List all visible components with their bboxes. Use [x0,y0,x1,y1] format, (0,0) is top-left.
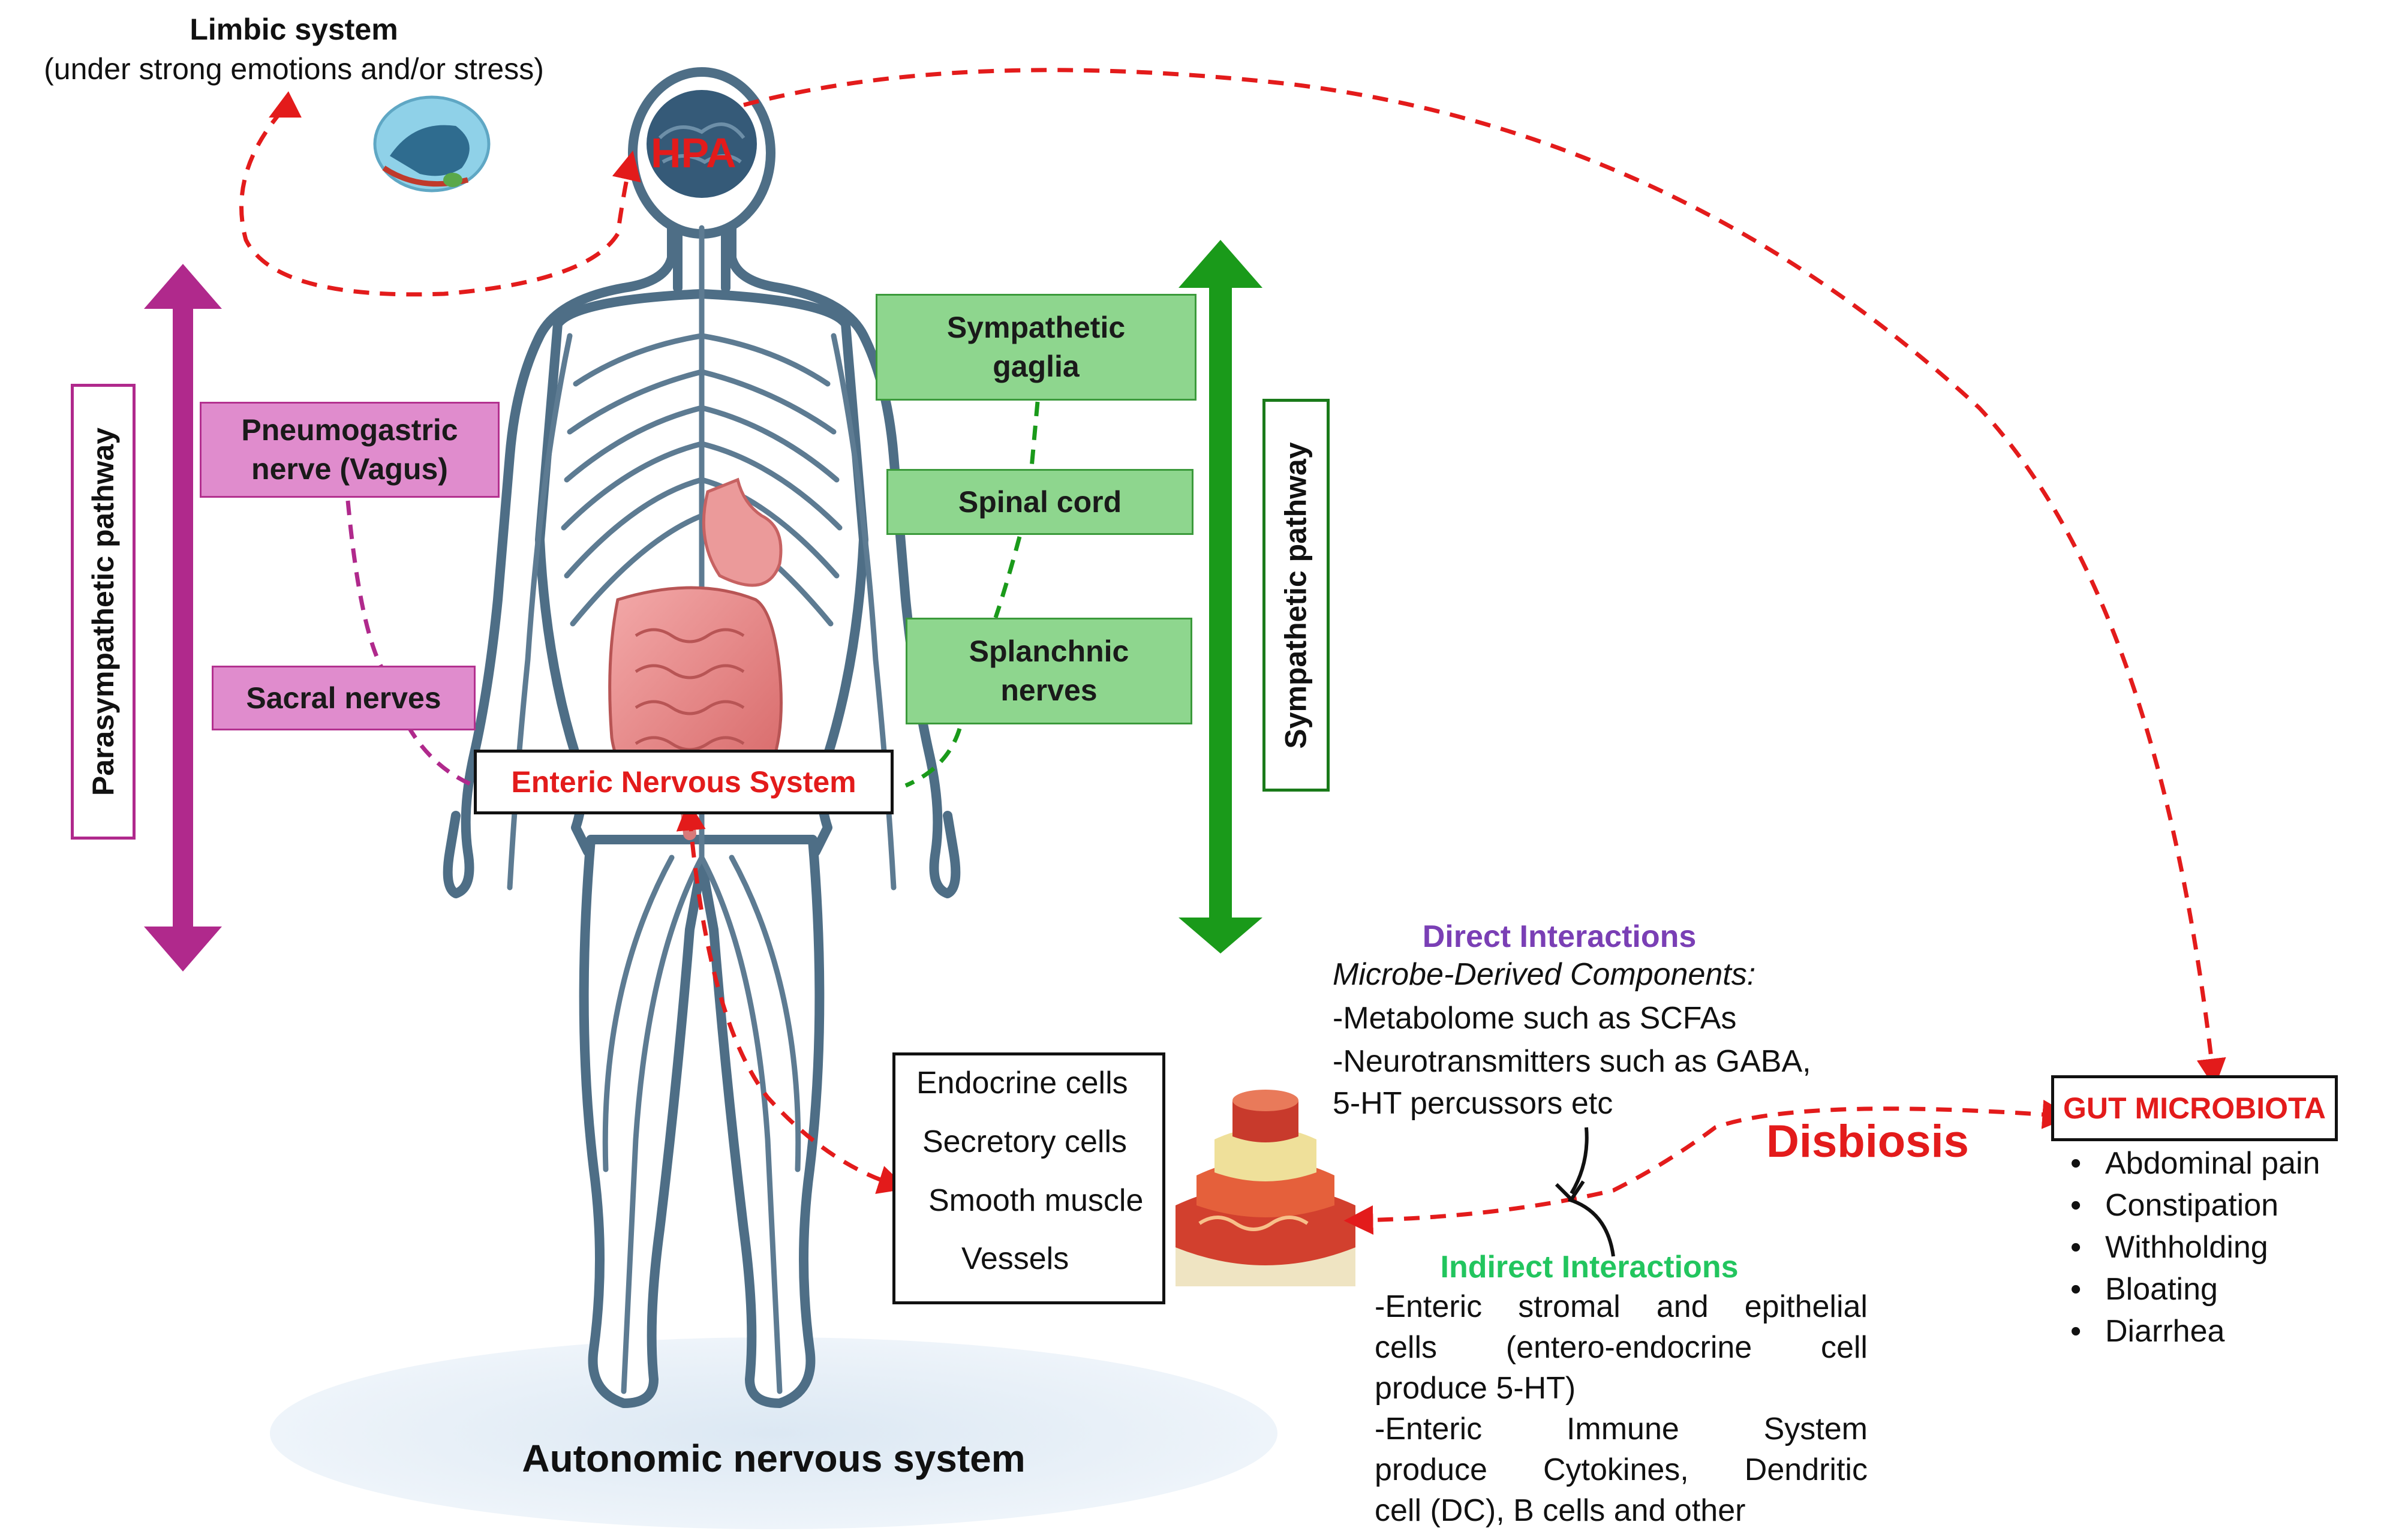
indirect-line: -Enteric Immune System [1375,1412,1868,1446]
sympathetic-ganglia-box: Sympathetic gaglia [876,294,1196,401]
indirect-line: -Enteric stromal and epithelial [1375,1289,1868,1324]
splanchnic-nerves-text: Splanchnic nerves [969,634,1129,707]
parasympathetic-pathway-label: Parasympathetic pathway [71,384,136,840]
symptom-item: Constipation [2063,1184,2320,1226]
direct-interactions-subtitle: Microbe-Derived Components: [1333,957,1756,992]
symptom-item: Diarrhea [2063,1310,2320,1352]
parasympathetic-arrow [144,264,222,971]
effector-item: Vessels [961,1241,1069,1276]
pneumogastric-nerve-box: Pneumogastric nerve (Vagus) [200,402,500,498]
limbic-system-label: Limbic system (under strong emotions and… [0,8,588,88]
sympathetic-pathway-text: Sympathetic pathway [1279,441,1313,749]
indirect-line: cell (DC), B cells and other [1375,1493,1746,1528]
symptom-item: Abdominal pain [2063,1142,2320,1184]
effector-item: Smooth muscle [928,1183,1144,1218]
splanchnic-nerves-box: Splanchnic nerves [906,618,1192,724]
effector-item: Endocrine cells [916,1066,1128,1100]
direct-interactions-title: Direct Interactions [1422,919,1697,954]
disbiosis-label: Disbiosis [1766,1116,1969,1167]
autonomic-nervous-system-label: Autonomic nervous system [522,1437,1026,1480]
sacral-nerves-box: Sacral nerves [212,666,476,730]
pneumogastric-nerve-text: Pneumogastric nerve (Vagus) [241,413,458,486]
symptom-list: Abdominal pain Constipation Withholding … [2063,1142,2320,1352]
spinal-cord-box: Spinal cord [886,469,1194,535]
sacral-nerves-text: Sacral nerves [246,681,441,715]
symptom-item: Bloating [2063,1268,2320,1310]
red-interaction-arrows [239,68,2226,1235]
symptom-item: Withholding [2063,1226,2320,1268]
parasympathetic-pathway-text: Parasympathetic pathway [86,427,121,796]
pathway-connectors [345,401,1040,788]
limbic-title: Limbic system [190,13,398,46]
gut-microbiota-text: GUT MICROBIOTA [2063,1091,2326,1125]
hpa-label: HPA [651,130,736,176]
effector-item: Secretory cells [922,1124,1127,1159]
indirect-interactions-title: Indirect Interactions [1440,1250,1739,1285]
intestinal-tissue-icon [1176,1090,1355,1286]
effector-cells-box: Endocrine cells Secretory cells Smooth m… [892,1052,1165,1304]
indirect-interactions-body: -Enteric stromal and epithelial cells (e… [1375,1286,1868,1531]
sympathetic-arrow [1179,240,1262,954]
spinal-cord-text: Spinal cord [958,485,1122,519]
interaction-link-arrow [1555,1127,1615,1257]
direct-line-neurotransmitters: -Neurotransmitters such as GABA, [1333,1044,1811,1079]
indirect-line: cells (entero-endocrine cell [1375,1330,1868,1365]
limbic-brain-icon [373,95,491,192]
sympathetic-ganglia-text: Sympathetic gaglia [946,311,1126,383]
sympathetic-pathway-label: Sympathetic pathway [1262,399,1330,792]
limbic-subtitle: (under strong emotions and/or stress) [44,52,544,86]
direct-line-metabolome: -Metabolome such as SCFAs [1333,1001,1737,1036]
brain [647,90,757,198]
enteric-nervous-system-text: Enteric Nervous System [511,765,856,799]
indirect-line: produce Cytokines, Dendritic [1375,1452,1868,1487]
floor-shadow [270,1337,1277,1529]
indirect-line: produce 5-HT) [1375,1371,1576,1406]
enteric-nervous-system-box: Enteric Nervous System [474,750,894,814]
gut-microbiota-box: GUT MICROBIOTA [2051,1075,2338,1141]
direct-line-precursors: 5-HT percussors etc [1333,1086,1613,1121]
